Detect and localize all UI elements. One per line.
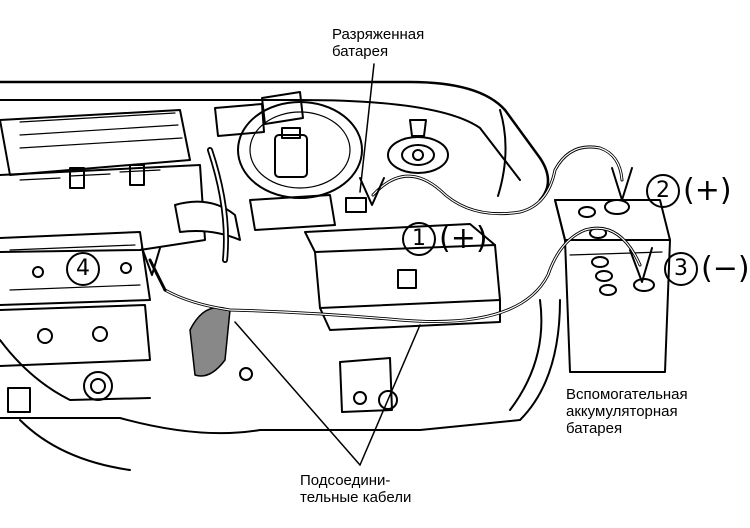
intake-hose xyxy=(174,147,241,377)
marker-2-sign: (+) xyxy=(683,173,732,208)
cable-clamps xyxy=(141,167,653,283)
cables-label: Подсоедини- тельные кабели xyxy=(300,472,411,506)
aux-battery-label-line3: батарея xyxy=(566,420,623,437)
jumper-cables xyxy=(148,145,642,324)
marker-3-number: 3 xyxy=(664,252,698,286)
marker-2: 2(+) xyxy=(646,174,732,208)
marker-1-sign: (+) xyxy=(439,221,488,256)
marker-1-number: 1 xyxy=(402,222,436,256)
dead-battery-label-line2: батарея xyxy=(332,43,389,60)
marker-1: 1(+) xyxy=(402,222,488,256)
engine-block xyxy=(0,109,206,413)
aux-battery-label-line1: Вспомогательная xyxy=(566,386,688,403)
marker-3-sign: (−) xyxy=(701,251,750,286)
aux-battery-label-line2: аккумуляторная xyxy=(566,403,678,420)
aux-battery-label: Вспомогательная аккумуляторная батарея xyxy=(566,386,688,437)
leader-lines xyxy=(234,63,421,466)
marker-4-number: 4 xyxy=(66,252,100,286)
auxiliary-battery xyxy=(554,199,671,373)
marker-2-number: 2 xyxy=(646,174,680,208)
car-body-outline xyxy=(0,80,561,471)
dead-battery-label-line1: Разряженная xyxy=(332,26,425,43)
cables-label-line1: Подсоедини- xyxy=(300,472,391,489)
dead-battery-label: Разряженная батарея xyxy=(332,26,424,60)
brake-booster xyxy=(214,91,363,231)
marker-3: 3(−) xyxy=(664,252,750,286)
battery-bracket xyxy=(239,357,398,413)
dead-battery xyxy=(304,197,501,331)
strut-tower xyxy=(387,119,449,174)
marker-4: 4 xyxy=(66,252,103,286)
cables-label-line2: тельные кабели xyxy=(300,489,412,506)
